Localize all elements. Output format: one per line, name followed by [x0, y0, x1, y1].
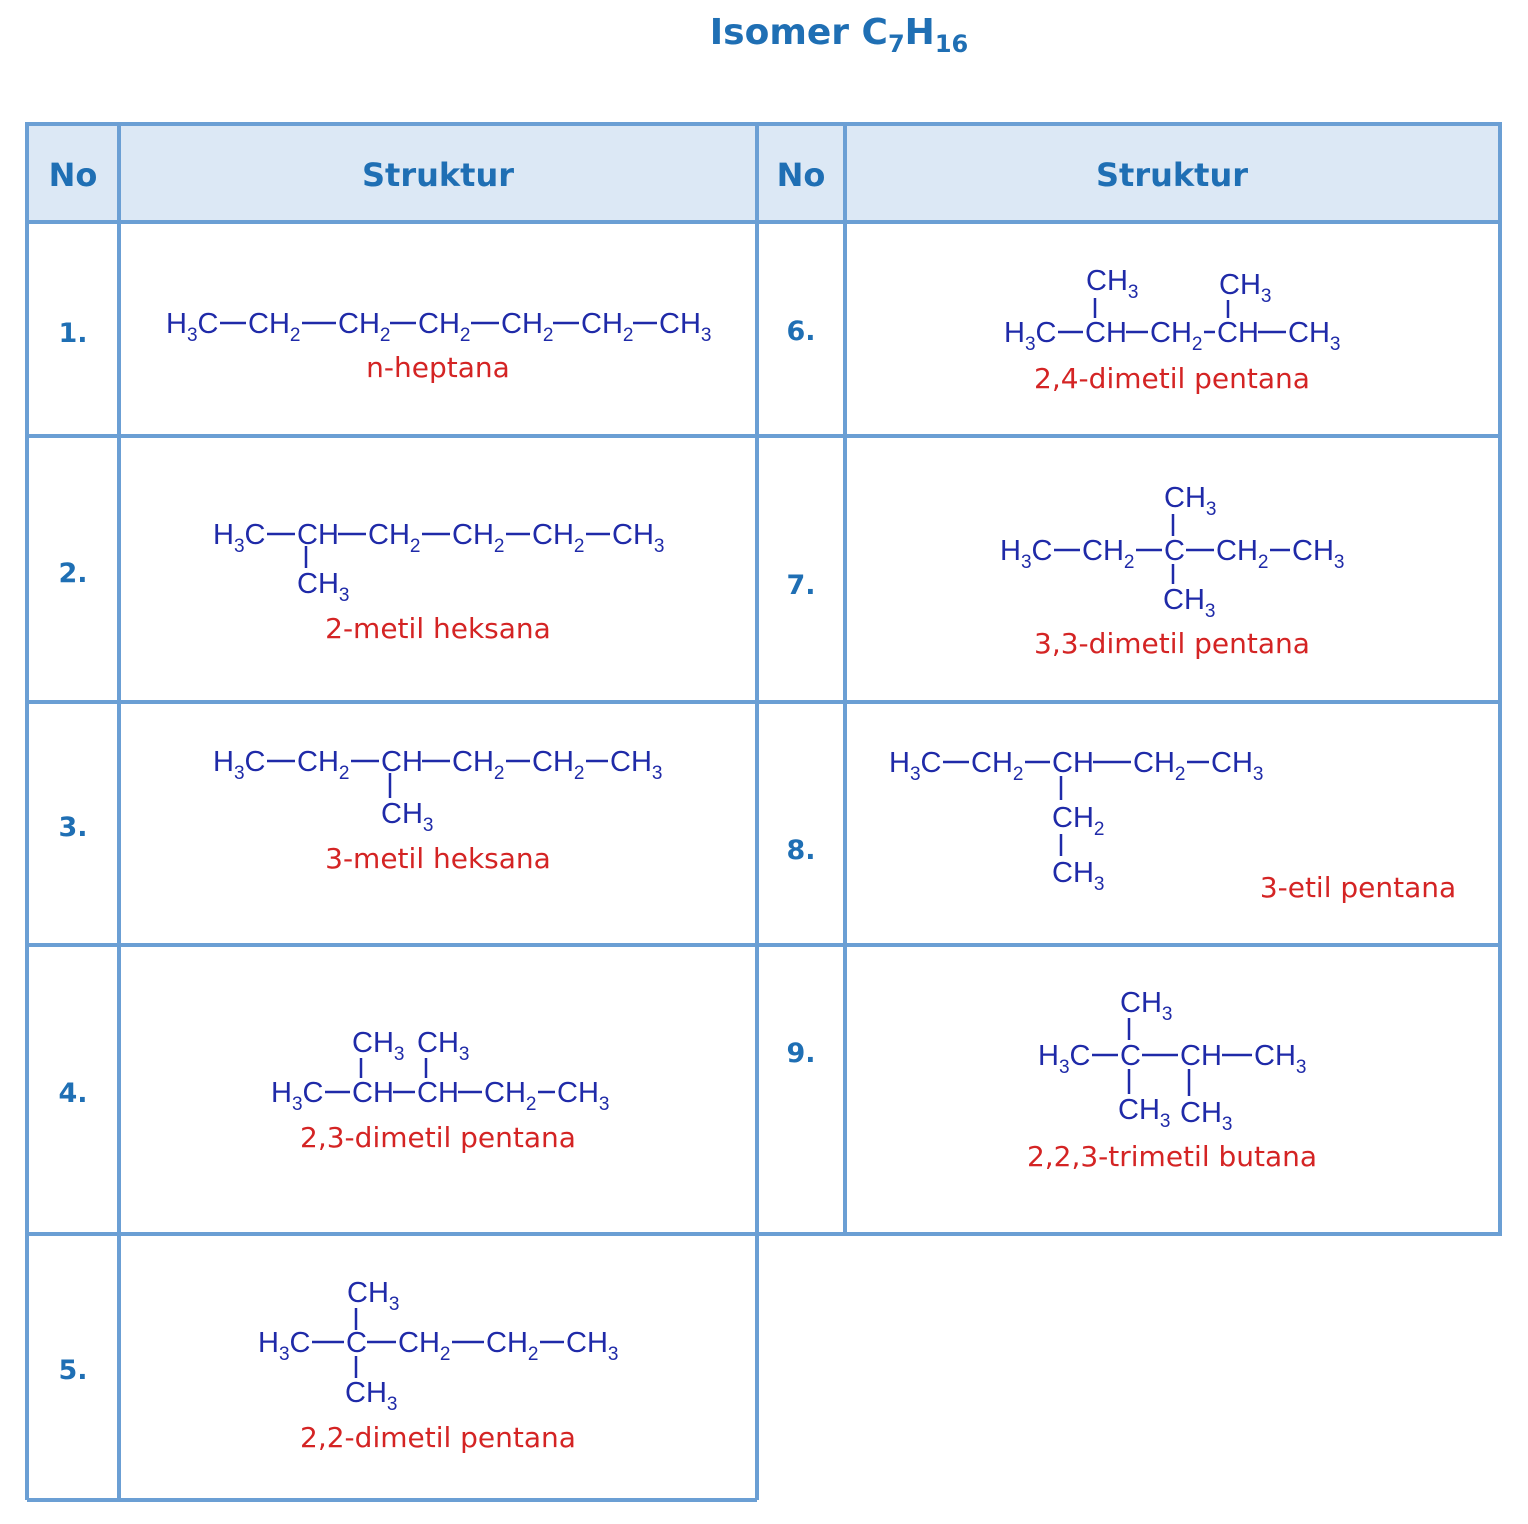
row-number: 6. — [786, 316, 815, 347]
svg-text:H3C: H3C — [213, 519, 265, 557]
svg-text:CH: CH — [1217, 317, 1259, 349]
row-number: 2. — [58, 558, 87, 589]
svg-text:CH3: CH3 — [610, 746, 662, 784]
svg-text:CH3: CH3 — [566, 1327, 618, 1365]
isomer-name: 2,3-dimetil pentana — [300, 1121, 576, 1154]
svg-text:CH3: CH3 — [1163, 584, 1215, 622]
structure-3-3-dimetil-pentana: CH3 H3C CH2 C CH3 CH2 CH3 — [1000, 482, 1344, 622]
svg-text:CH2: CH2 — [1133, 747, 1185, 785]
structure-n-heptana: H3C CH2 CH2 CH2 CH2 CH2 CH3 — [166, 308, 711, 346]
isomer-name: 3,3-dimetil pentana — [1034, 627, 1310, 660]
row-number: 5. — [58, 1355, 87, 1386]
svg-text:CH2: CH2 — [398, 1327, 450, 1365]
svg-text:C: C — [1120, 1040, 1141, 1072]
svg-text:CH: CH — [417, 1077, 459, 1109]
svg-text:CH: CH — [352, 1077, 394, 1109]
structure-2-2-3-trimetil-butana: CH3 H3C C CH3 CH CH3 CH3 — [1038, 987, 1306, 1135]
svg-text:CH: CH — [297, 519, 339, 551]
svg-text:CH2: CH2 — [581, 308, 633, 346]
header-no-left: No — [49, 156, 98, 194]
structure-2-metil-heksana: H3C CH CH3 CH2 CH2 CH2 CH3 — [213, 519, 664, 606]
svg-text:H3C: H3C — [166, 308, 218, 346]
svg-text:H3C: H3C — [1038, 1040, 1090, 1078]
svg-text:CH2: CH2 — [1150, 317, 1202, 355]
svg-text:H3C: H3C — [1004, 317, 1056, 355]
svg-text:CH2: CH2 — [452, 746, 504, 784]
svg-text:CH: CH — [1180, 1040, 1222, 1072]
svg-text:H3C: H3C — [258, 1327, 310, 1365]
svg-text:CH: CH — [1052, 747, 1094, 779]
svg-text:CH2: CH2 — [484, 1077, 536, 1115]
header-no-right: No — [777, 156, 826, 194]
svg-text:H3C: H3C — [889, 747, 941, 785]
svg-text:CH3: CH3 — [612, 519, 664, 557]
svg-text:CH3: CH3 — [659, 308, 711, 346]
header-struktur-right: Struktur — [1096, 156, 1248, 194]
svg-text:CH3: CH3 — [1254, 1040, 1306, 1078]
svg-text:CH3: CH3 — [1086, 265, 1138, 303]
page-title: Isomer C7H16 — [709, 12, 969, 59]
svg-text:CH2: CH2 — [368, 519, 420, 557]
svg-text:CH: CH — [1085, 317, 1127, 349]
table-header-background — [27, 124, 1500, 222]
structure-3-metil-heksana: H3C CH2 CH CH3 CH2 CH2 CH3 — [213, 746, 662, 836]
svg-text:CH3: CH3 — [1292, 535, 1344, 573]
svg-text:CH3: CH3 — [345, 1377, 397, 1415]
svg-text:CH3: CH3 — [557, 1077, 609, 1115]
structure-2-2-dimetil-pentana: CH3 H3C C CH3 CH2 CH2 CH3 — [258, 1277, 618, 1415]
svg-text:CH2: CH2 — [338, 308, 390, 346]
isomer-name: 2,4-dimetil pentana — [1034, 362, 1310, 395]
row-number: 9. — [786, 1038, 815, 1069]
row-number: 8. — [786, 835, 815, 866]
svg-text:H3C: H3C — [1000, 535, 1052, 573]
table-grid — [25, 122, 1502, 1502]
svg-text:CH3: CH3 — [1211, 747, 1263, 785]
svg-text:CH2: CH2 — [452, 519, 504, 557]
svg-text:C: C — [346, 1327, 367, 1359]
structure-3-etil-pentana: H3C CH2 CH CH2 CH3 CH2 CH3 — [889, 747, 1263, 895]
svg-text:CH2: CH2 — [248, 308, 300, 346]
svg-text:CH2: CH2 — [532, 519, 584, 557]
svg-text:CH3: CH3 — [297, 568, 349, 606]
svg-text:CH2: CH2 — [297, 746, 349, 784]
svg-text:H3C: H3C — [213, 746, 265, 784]
svg-text:CH: CH — [381, 746, 423, 778]
structure-2-4-dimetil-pentana: CH3 CH3 H3C CH CH2 CH CH3 — [1004, 265, 1340, 355]
isomer-name: n-heptana — [366, 351, 510, 384]
svg-text:CH2: CH2 — [418, 308, 470, 346]
isomer-name: 2,2-dimetil pentana — [300, 1421, 576, 1454]
isomer-name: 2,2,3-trimetil butana — [1027, 1140, 1317, 1173]
row-number: 3. — [58, 812, 87, 843]
svg-text:CH3: CH3 — [1288, 317, 1340, 355]
isomer-name: 3-metil heksana — [325, 842, 551, 875]
svg-text:CH3: CH3 — [381, 798, 433, 836]
structure-2-3-dimetil-pentana: CH3 CH3 H3C CH CH CH2 CH3 — [271, 1027, 609, 1115]
row-number: 4. — [58, 1078, 87, 1109]
header-struktur-left: Struktur — [362, 156, 514, 194]
row-number: 1. — [58, 318, 87, 349]
svg-text:CH2: CH2 — [971, 747, 1023, 785]
svg-text:CH3: CH3 — [1052, 857, 1104, 895]
svg-text:CH2: CH2 — [501, 308, 553, 346]
svg-text:CH2: CH2 — [486, 1327, 538, 1365]
isomer-name: 2-metil heksana — [325, 612, 551, 645]
row-number: 7. — [786, 570, 815, 601]
svg-text:H3C: H3C — [271, 1077, 323, 1115]
svg-text:CH3: CH3 — [1118, 1094, 1170, 1132]
svg-text:CH2: CH2 — [532, 746, 584, 784]
isomer-name: 3-etil pentana — [1260, 871, 1456, 904]
svg-text:CH2: CH2 — [1082, 535, 1134, 573]
svg-text:CH3: CH3 — [1180, 1097, 1232, 1135]
svg-text:C: C — [1164, 535, 1185, 567]
svg-text:CH2: CH2 — [1216, 535, 1268, 573]
